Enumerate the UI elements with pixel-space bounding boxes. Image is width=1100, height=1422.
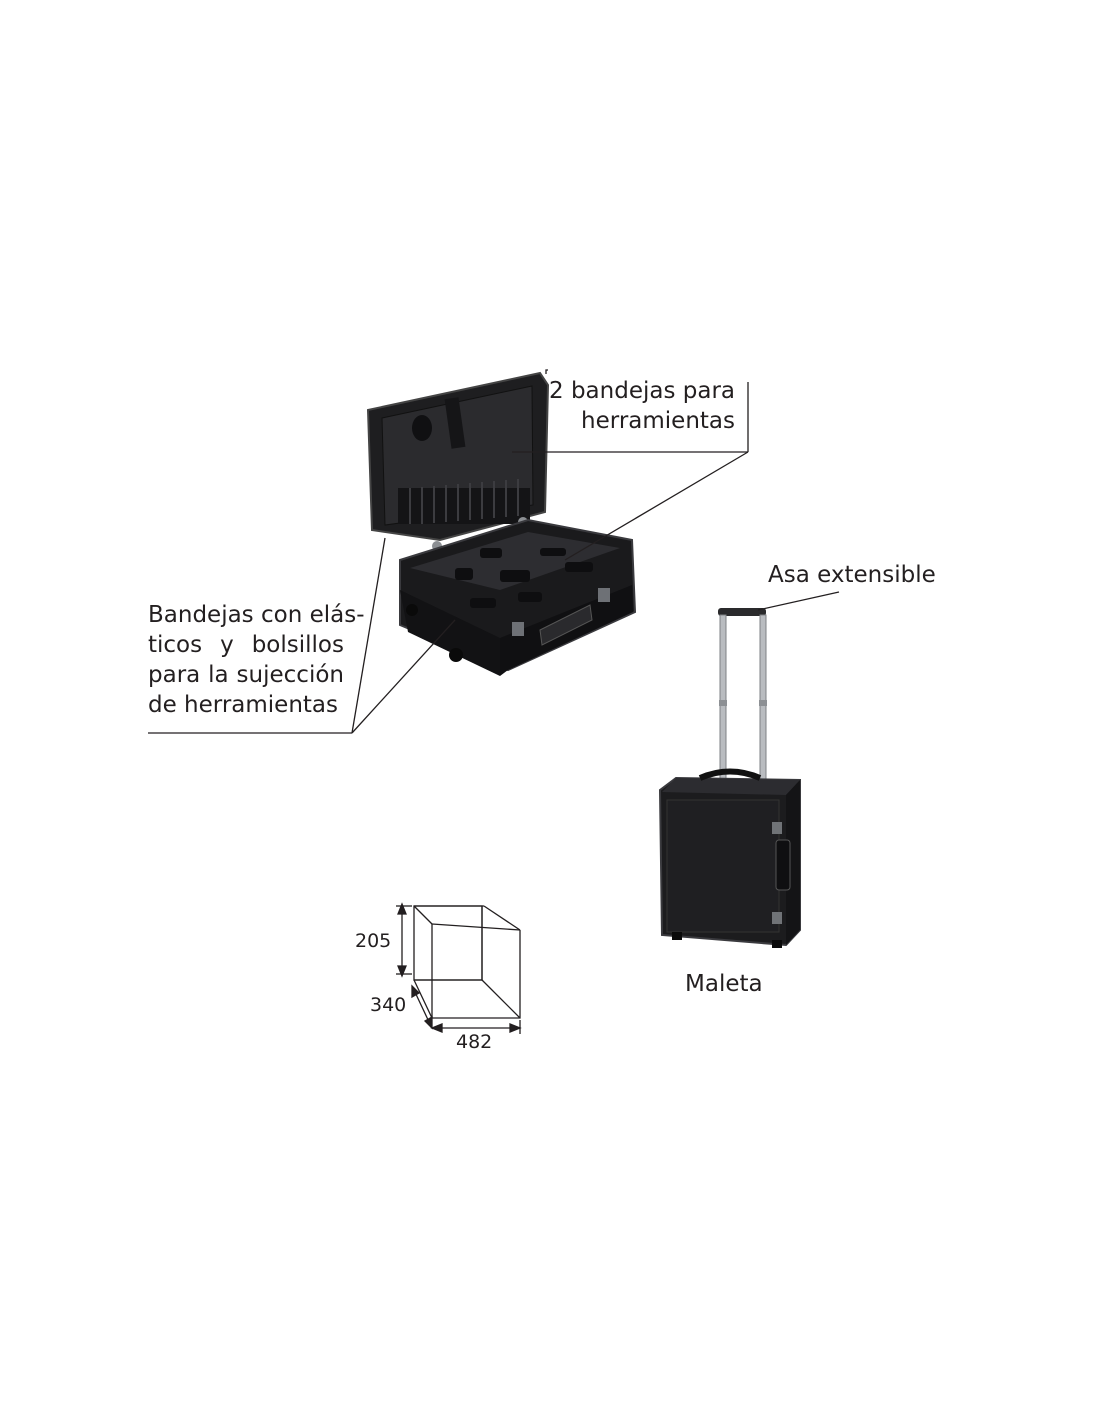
- dimension-width-label: 482: [456, 1031, 493, 1053]
- dimension-arrows: [396, 902, 522, 1034]
- trays-callout-left-line1: Bandejas con elás-: [148, 602, 365, 628]
- trolley-case-image: [658, 608, 801, 948]
- trays-callout-top-line2: herramientas: [581, 408, 735, 434]
- trays-callout-left-line2-word-0: ticos: [148, 632, 203, 658]
- extendable-handle: [718, 608, 767, 781]
- lid-tool-pockets: [398, 479, 530, 524]
- trays-callout-left-line3-word-0: para: [148, 662, 201, 688]
- dimension-cube: [413, 905, 521, 1019]
- trays-callout-top-line1: 2 bandejas para: [549, 378, 735, 404]
- trays-callout-left-line3-word-1: la: [208, 662, 229, 688]
- trays-callout-left-line2-word-1: y: [220, 632, 234, 658]
- trays-callout-left-line2-word-2: bolsillos: [251, 632, 344, 658]
- dimension-depth-label: 340: [370, 994, 407, 1016]
- leader-lines: [148, 369, 840, 734]
- trays-callout-left-line4: de herramientas: [148, 692, 339, 718]
- open-tool-case-image: [366, 371, 637, 676]
- base-tool-holders: [455, 548, 593, 608]
- handle-callout: Asa extensible: [768, 562, 936, 588]
- case-caption: Maleta: [685, 971, 763, 997]
- dimension-height-label: 205: [355, 930, 392, 952]
- trays-callout-top: 2 bandejas para herramientas: [545, 376, 735, 436]
- trays-callout-left-line3-word-2: sujección: [236, 662, 344, 688]
